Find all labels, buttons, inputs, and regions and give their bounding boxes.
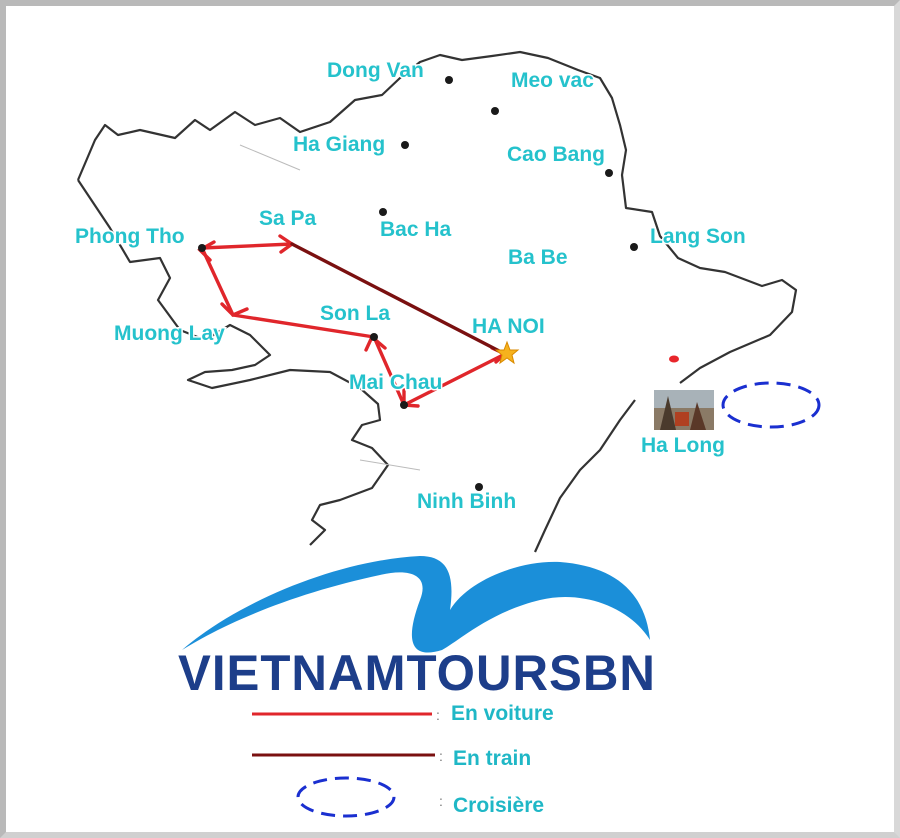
label-son-la: Son La	[320, 302, 390, 325]
route-maichau-hanoi	[402, 352, 507, 407]
legend-separator: :	[439, 748, 443, 764]
route-train-sapa-hanoi	[290, 242, 507, 356]
dot-icon	[475, 483, 483, 491]
car-routes	[200, 242, 507, 407]
city-labels: Dong Van Meo vac Ha Giang Cao Bang Sa Pa…	[74, 58, 748, 515]
country-border	[76, 50, 798, 384]
country-border-south	[533, 399, 636, 553]
label-ha-giang: Ha Giang	[293, 133, 385, 156]
label-meo-vac: Meo vac	[511, 69, 594, 92]
dot-icon	[370, 333, 378, 341]
halong-photo-icon	[654, 390, 714, 430]
label-dong-van: Dong Van	[327, 59, 424, 82]
arrow-muonglay	[220, 302, 249, 318]
dot-icon	[630, 243, 638, 251]
label-muong-lay: Muong Lay	[114, 322, 225, 345]
city-dots	[198, 76, 638, 491]
label-phong-tho: Phong Tho	[75, 225, 185, 248]
legend-separator: :	[436, 707, 440, 723]
dot-icon	[379, 208, 387, 216]
star-icon	[494, 340, 520, 365]
route-sonla-maichau	[372, 335, 406, 407]
route-muonglay-sonla	[231, 313, 376, 339]
legend-cruise-ellipse	[296, 776, 396, 818]
dot-icon	[445, 76, 453, 84]
legend-separator: :	[439, 793, 443, 809]
brand-name: VIETNAMTOURSBN	[178, 645, 656, 701]
dot-icon	[401, 141, 409, 149]
label-bac-ha: Bac Ha	[380, 218, 452, 241]
legend-cruise-label: Croisière	[453, 794, 544, 817]
label-lang-son: Lang Son	[650, 225, 746, 248]
cruise-ellipse	[721, 381, 821, 429]
brand-logo: VIETNAMTOURSBN	[178, 556, 656, 701]
dot-icon	[491, 107, 499, 115]
country-border-west	[77, 179, 390, 546]
dot-icon	[605, 169, 613, 177]
border-shading	[239, 144, 421, 471]
label-ha-noi: HA NOI	[472, 315, 545, 338]
label-ha-long: Ha Long	[641, 434, 725, 457]
red-marker	[669, 355, 679, 363]
label-ninh-binh: Ninh Binh	[417, 490, 516, 513]
label-mai-chau: Mai Chau	[349, 371, 442, 394]
legend: : En voiture : En train : Croisière	[252, 702, 554, 818]
dot-icon	[198, 244, 206, 252]
label-sa-pa: Sa Pa	[259, 207, 317, 230]
dot-icon	[400, 401, 408, 409]
legend-car-label: En voiture	[451, 702, 554, 725]
logo-wave-icon	[182, 556, 650, 653]
legend-train-label: En train	[453, 747, 531, 770]
label-ba-be: Ba Be	[508, 246, 568, 269]
label-cao-bang: Cao Bang	[507, 143, 605, 166]
route-sapa-phongtho	[200, 242, 294, 250]
